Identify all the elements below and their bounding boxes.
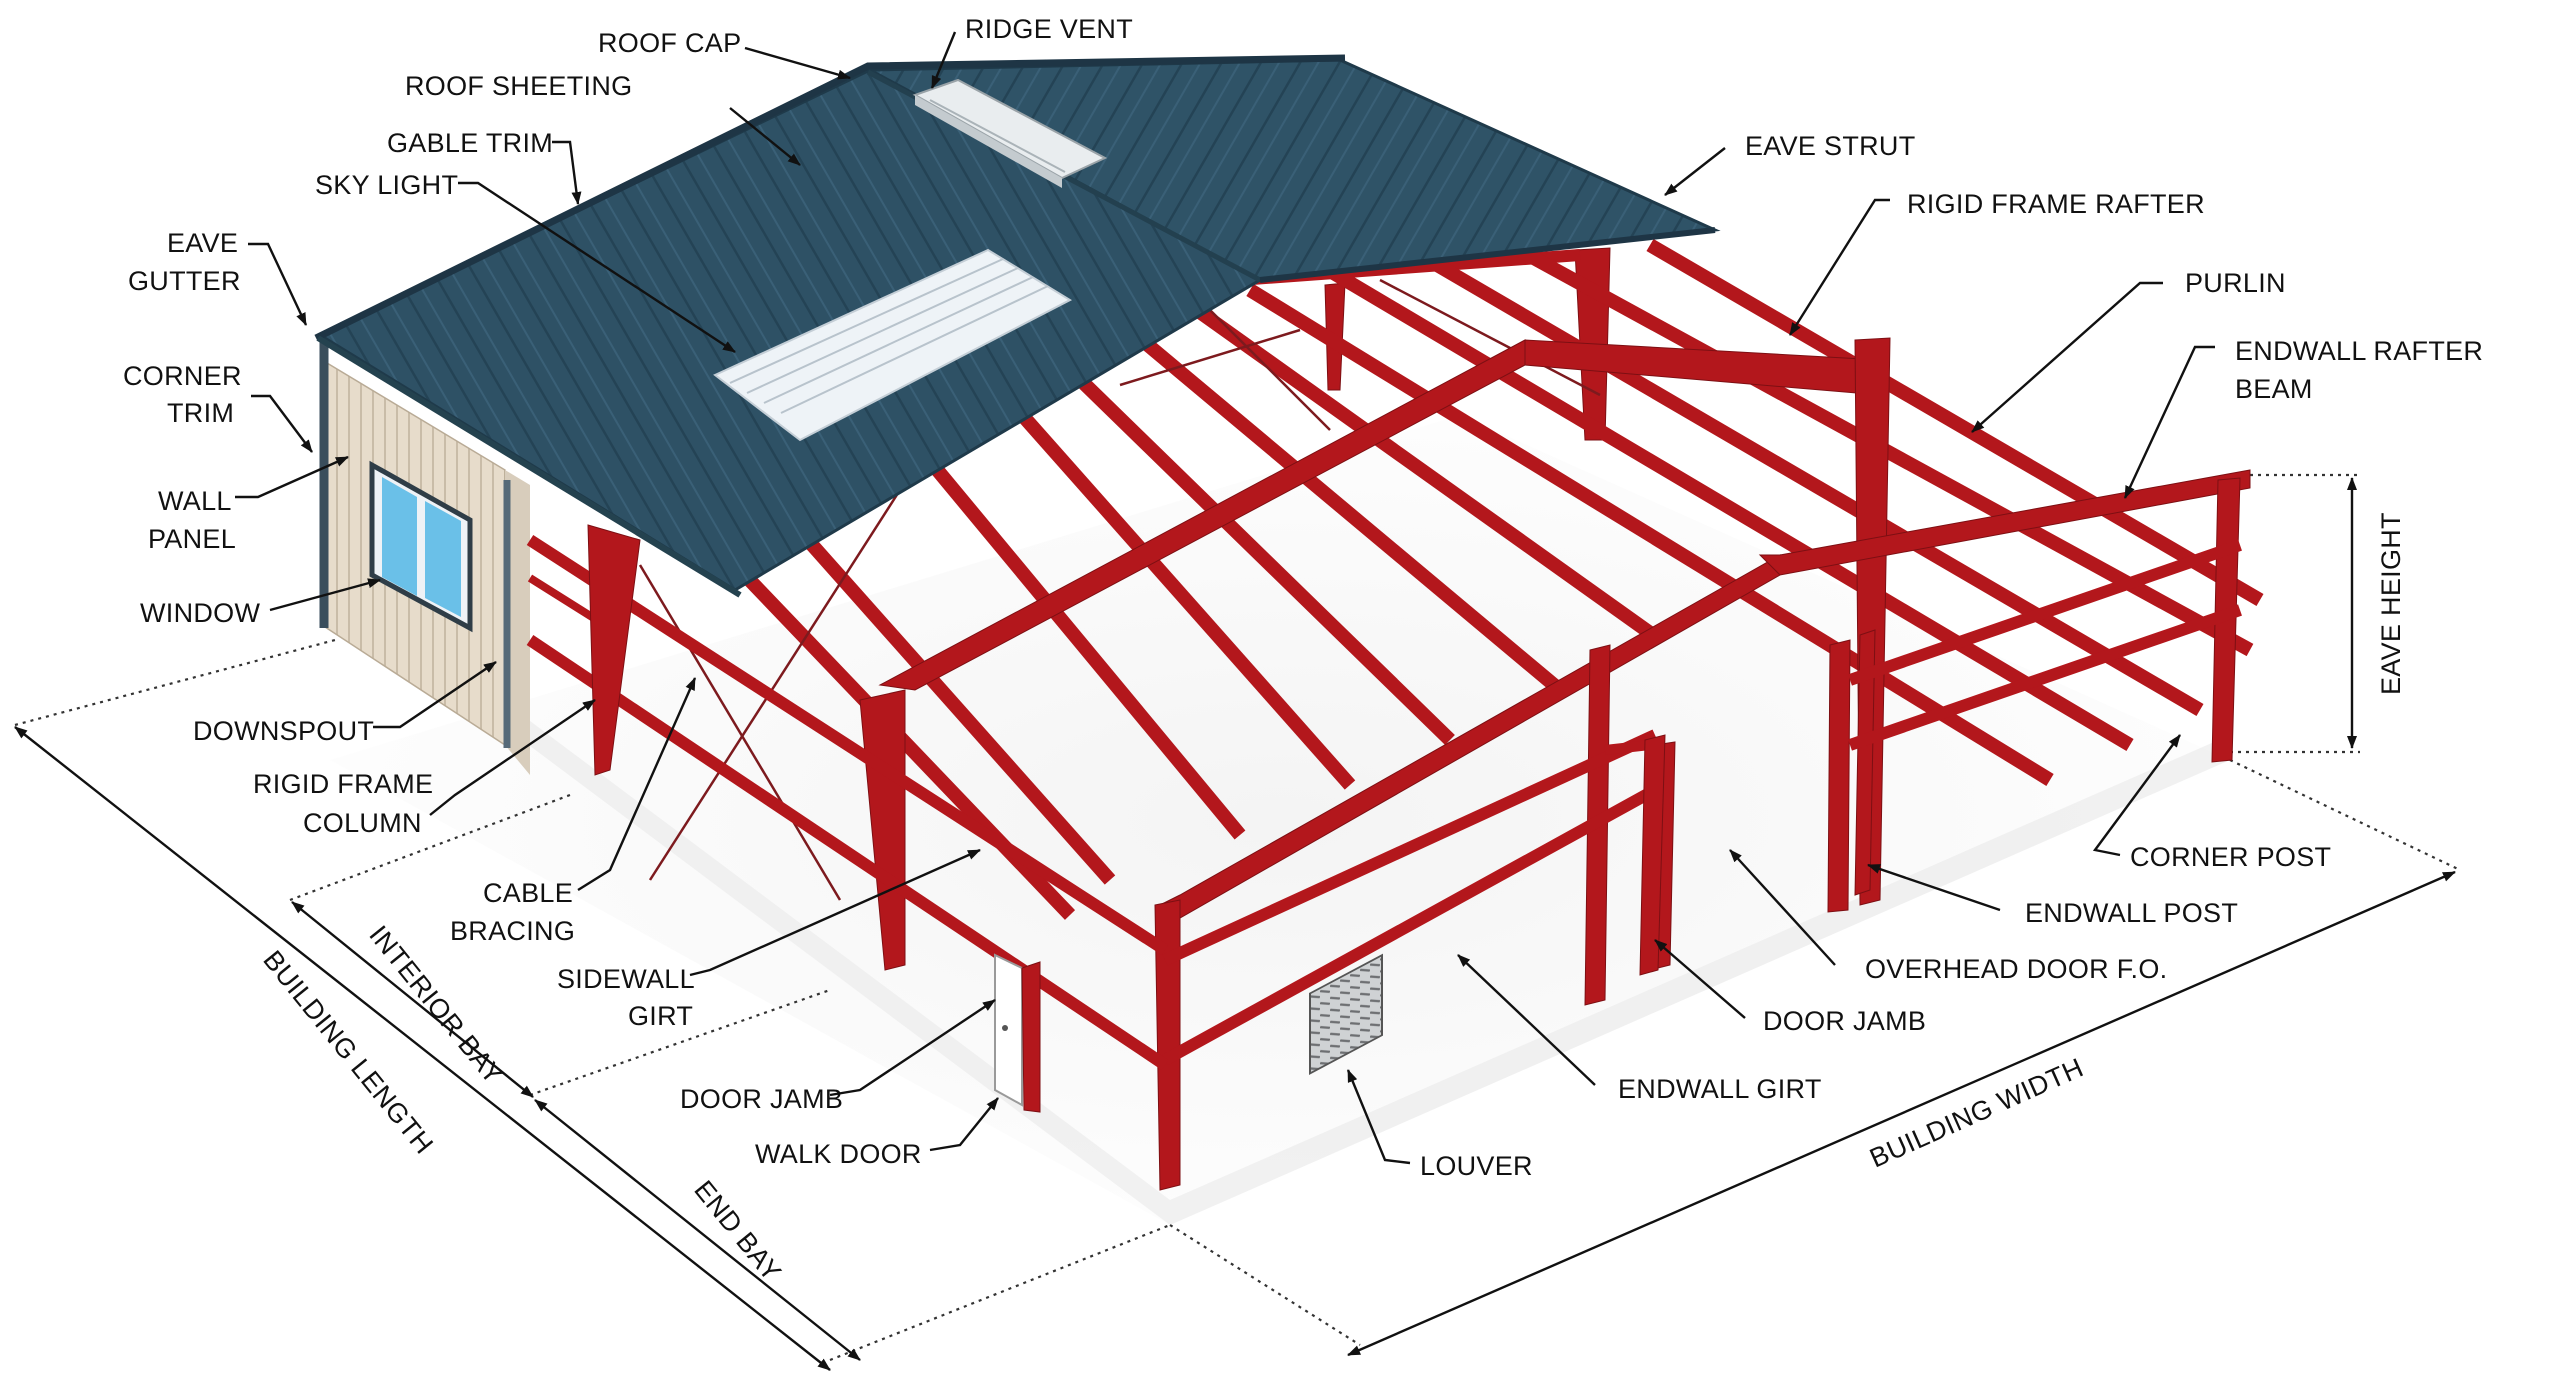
label-wall-panel-line2: PANEL — [148, 524, 236, 554]
label-purlin: PURLIN — [2185, 268, 2286, 298]
ridge-vent — [912, 78, 1108, 188]
label-endwall-post: ENDWALL POST — [2025, 898, 2238, 928]
label-corner-post: CORNER POST — [2130, 842, 2331, 872]
dimension-lines — [14, 726, 2456, 1371]
label-roof-cap: ROOF CAP — [598, 28, 741, 58]
label-eave-height: EAVE HEIGHT — [2376, 512, 2406, 695]
sidewall-panel — [505, 470, 530, 775]
label-sky-light: SKY LIGHT — [315, 170, 458, 200]
label-building-width: BUILDING WIDTH — [1865, 1052, 2088, 1173]
label-gable-trim: GABLE TRIM — [387, 128, 553, 158]
label-ridge-vent: RIDGE VENT — [965, 14, 1133, 44]
label-roof-sheeting: ROOF SHEETING — [405, 71, 632, 101]
walk-door — [994, 953, 1041, 1113]
label-cable-bracing-line1: CABLE — [483, 878, 573, 908]
label-walk-door: WALK DOOR — [755, 1139, 922, 1169]
label-cable-bracing-line2: BRACING — [450, 916, 575, 946]
label-door-jamb-right: DOOR JAMB — [1763, 1006, 1926, 1036]
label-endwall-rafter-beam-line2: BEAM — [2235, 374, 2313, 404]
label-rigid-frame-column-line2: COLUMN — [303, 808, 422, 838]
sidewall-girts — [526, 534, 1169, 1070]
label-eave-strut: EAVE STRUT — [1745, 131, 1916, 161]
label-endwall-girt: ENDWALL GIRT — [1618, 1074, 1822, 1104]
roof — [314, 54, 1721, 592]
window-unit — [369, 460, 473, 633]
label-sidewall-girt-line1: SIDEWALL — [557, 964, 695, 994]
label-louver: LOUVER — [1420, 1151, 1533, 1181]
label-downspout: DOWNSPOUT — [193, 716, 374, 746]
label-rigid-frame-column-line1: RIGID FRAME — [253, 769, 433, 799]
label-endwall-rafter-beam-line1: ENDWALL RAFTER — [2235, 336, 2483, 366]
label-eave-gutter-line1: EAVE — [167, 228, 238, 258]
label-door-jamb-left: DOOR JAMB — [680, 1084, 843, 1114]
label-wall-panel-line1: WALL — [158, 486, 232, 516]
label-eave-gutter-line2: GUTTER — [128, 266, 241, 296]
label-corner-trim-line1: CORNER — [123, 361, 242, 391]
labels: ROOF CAP RIDGE VENT ROOF SHEETING GABLE … — [123, 14, 2483, 1181]
label-window: WINDOW — [140, 598, 260, 628]
label-rigid-frame-rafter: RIGID FRAME RAFTER — [1907, 189, 2205, 219]
eave-gutter-strip — [316, 335, 742, 598]
skylight-panel — [713, 248, 1073, 442]
label-corner-trim-line2: TRIM — [167, 398, 234, 428]
label-overhead-door: OVERHEAD DOOR F.O. — [1865, 954, 2167, 984]
label-sidewall-girt-line2: GIRT — [628, 1001, 693, 1031]
